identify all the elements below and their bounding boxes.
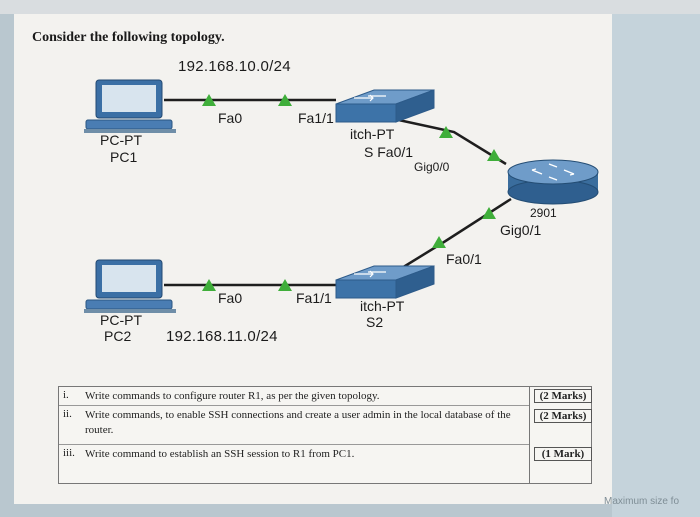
watermark-text: Maximum size fo [604, 496, 680, 507]
task-marks: (1 Mark) [534, 447, 592, 461]
cable-s1-router [393, 117, 507, 166]
link-light-s2-pc [278, 279, 292, 291]
pc2-type-label: PC-PT [100, 312, 142, 328]
s2-pc-port-label: Fa1/1 [296, 290, 332, 306]
pc1-type-label: PC-PT [100, 132, 142, 148]
s1-name-port-label: S Fa0/1 [364, 144, 414, 160]
question-heading: Consider the following topology. [32, 30, 225, 45]
tasks-table: i. Write commands to configure router R1… [58, 386, 592, 484]
task-text: Write commands to configure router R1, a… [85, 390, 380, 402]
pc2-icon [84, 259, 176, 313]
marks-column: (2 Marks) (2 Marks) (1 Mark) [529, 387, 592, 483]
network2-label: 192.168.11.0/24 [166, 328, 278, 345]
network1-label: 192.168.10.0/24 [178, 58, 291, 75]
link-light-s2-router [432, 236, 446, 248]
s2-type-label: itch-PT [360, 298, 405, 314]
s1-router-port-label: Gig0/0 [414, 160, 450, 174]
screen-bezel-right [612, 14, 700, 517]
task-number: iii. [63, 447, 75, 459]
link-light-pc2 [202, 279, 216, 291]
task-marks: (2 Marks) [534, 409, 592, 423]
link-light-pc1 [202, 94, 216, 106]
task-text: Write commands, to enable SSH connection… [85, 409, 511, 436]
pc2-name-label: PC2 [104, 328, 132, 344]
s1-pc-port-label: Fa1/1 [298, 110, 334, 126]
pc1-name-label: PC1 [110, 149, 138, 165]
link-light-s1-router [439, 126, 453, 138]
pc2-port-label: Fa0 [218, 290, 243, 306]
link-light-s1-pc [278, 94, 292, 106]
task-row: ii. Write commands, to enable SSH connec… [59, 406, 529, 445]
switch2-icon [335, 265, 435, 299]
link-light-router-s2 [482, 207, 496, 219]
s2-router-port-label: Fa0/1 [446, 251, 482, 267]
link-light-router-s1 [487, 149, 501, 161]
switch1-icon [335, 89, 435, 123]
task-marks: (2 Marks) [534, 389, 592, 403]
task-number: ii. [63, 408, 72, 420]
router-model-label: 2901 [530, 206, 557, 220]
s2-name-label: S2 [366, 314, 384, 330]
task-row: i. Write commands to configure router R1… [59, 387, 529, 406]
router-icon [507, 159, 599, 205]
pc1-port-label: Fa0 [218, 110, 243, 126]
router-s2-port-label: Gig0/1 [500, 222, 542, 238]
task-number: i. [63, 389, 69, 401]
task-text: Write command to establish an SSH sessio… [85, 448, 355, 460]
topology-diagram [84, 79, 599, 313]
task-row: iii. Write command to establish an SSH s… [59, 445, 529, 465]
s1-type-label: itch-PT [350, 126, 395, 142]
document-page: Consider the following topology. [14, 14, 612, 504]
screen-bezel-top [0, 0, 700, 14]
pc1-icon [84, 79, 176, 133]
